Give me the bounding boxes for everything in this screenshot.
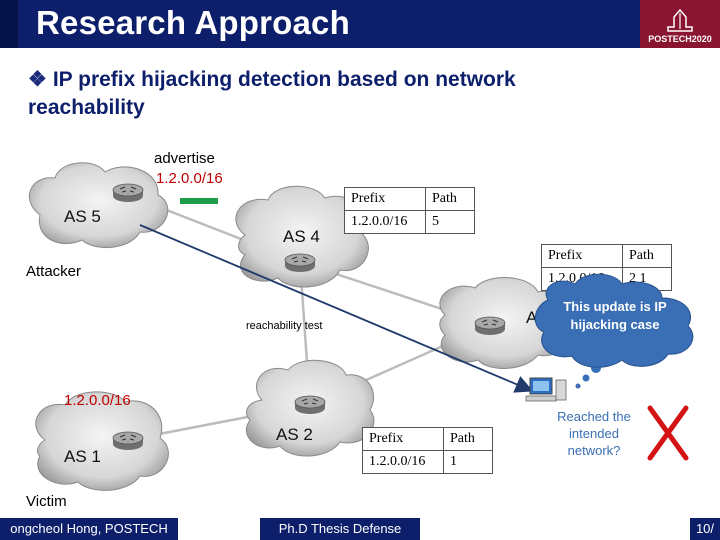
reached-question: Reached the intended network? <box>557 409 631 458</box>
as4-label: AS 4 <box>283 227 320 246</box>
router-icon <box>284 253 316 272</box>
hijack-callout-text-front: This update is IP hijacking case <box>563 299 667 332</box>
table-header-row: Prefix Path <box>541 244 672 268</box>
slide-title: Research Approach <box>36 4 350 41</box>
failure-cross-icon <box>647 405 689 461</box>
table-header-prefix: Prefix <box>362 427 444 451</box>
bullet-point: ❖IP prefix hijacking detection based on … <box>28 66 628 122</box>
as3-routing-table: Prefix Path 1.2.0.0/16 2 1 <box>541 244 672 291</box>
cloud-as5 <box>28 162 169 249</box>
table-header-prefix: Prefix <box>344 187 426 211</box>
header-accent-strip <box>0 0 18 48</box>
table-header-path: Path <box>443 427 493 451</box>
advertise-label: advertise <box>154 150 215 167</box>
as2-label: AS 2 <box>276 425 313 444</box>
table-row: 1.2.0.0/16 1 <box>362 450 493 474</box>
as4-routing-table: Prefix Path 1.2.0.0/16 5 <box>344 187 475 234</box>
cloud-as4 <box>235 185 369 288</box>
table-cell-path: 1 <box>443 450 493 474</box>
as2-routing-table: Prefix Path 1.2.0.0/16 1 <box>362 427 493 474</box>
victim-prefix: 1.2.0.0/16 <box>64 392 131 409</box>
reachability-test-label: reachability test <box>246 320 323 332</box>
as5-label: AS 5 <box>64 207 101 226</box>
table-cell-path: 5 <box>425 210 475 234</box>
table-header-row: Prefix Path <box>344 187 475 211</box>
computer-icon <box>525 377 567 402</box>
router-icon <box>112 183 144 202</box>
footer-event: Ph.D Thesis Defense <box>260 518 420 540</box>
victim-label: Victim <box>26 493 67 510</box>
table-cell-prefix: 1.2.0.0/16 <box>362 450 444 474</box>
reachability-test-arrow <box>139 224 534 393</box>
table-cell-prefix: 1.2.0.0/16 <box>344 210 426 234</box>
diamond-bullet-icon: ❖ <box>28 68 47 91</box>
table-cell-prefix: 1.2.0.0/16 <box>541 267 623 291</box>
cloud-as1 <box>35 391 169 491</box>
table-row: 1.2.0.0/16 5 <box>344 210 475 234</box>
router-icon <box>474 316 506 335</box>
advertise-update-bar <box>180 198 218 204</box>
router-icon <box>294 395 326 414</box>
footer-page-number: 10/ <box>690 518 720 540</box>
table-cell-path: 2 1 <box>622 267 672 291</box>
bullet-text: IP prefix hijacking detection based on n… <box>28 68 516 119</box>
logo-text: POSTECH2020 <box>648 34 712 44</box>
table-header-path: Path <box>622 244 672 268</box>
table-header-path: Path <box>425 187 475 211</box>
postech-logo: POSTECH2020 <box>640 0 720 48</box>
table-row: 1.2.0.0/16 2 1 <box>541 267 672 291</box>
table-header-prefix: Prefix <box>541 244 623 268</box>
hijack-callout-front: This update is IP hijacking case <box>538 290 690 360</box>
footer-author: ongcheol Hong, POSTECH <box>0 518 178 540</box>
slide-header: Research Approach POSTECH2020 <box>0 0 720 48</box>
attacker-label: Attacker <box>26 263 82 280</box>
postech-emblem-icon <box>667 8 693 32</box>
as1-label: AS 1 <box>64 447 101 466</box>
table-header-row: Prefix Path <box>362 427 493 451</box>
advertised-prefix: 1.2.0.0/16 <box>156 170 223 187</box>
router-icon <box>112 431 144 450</box>
